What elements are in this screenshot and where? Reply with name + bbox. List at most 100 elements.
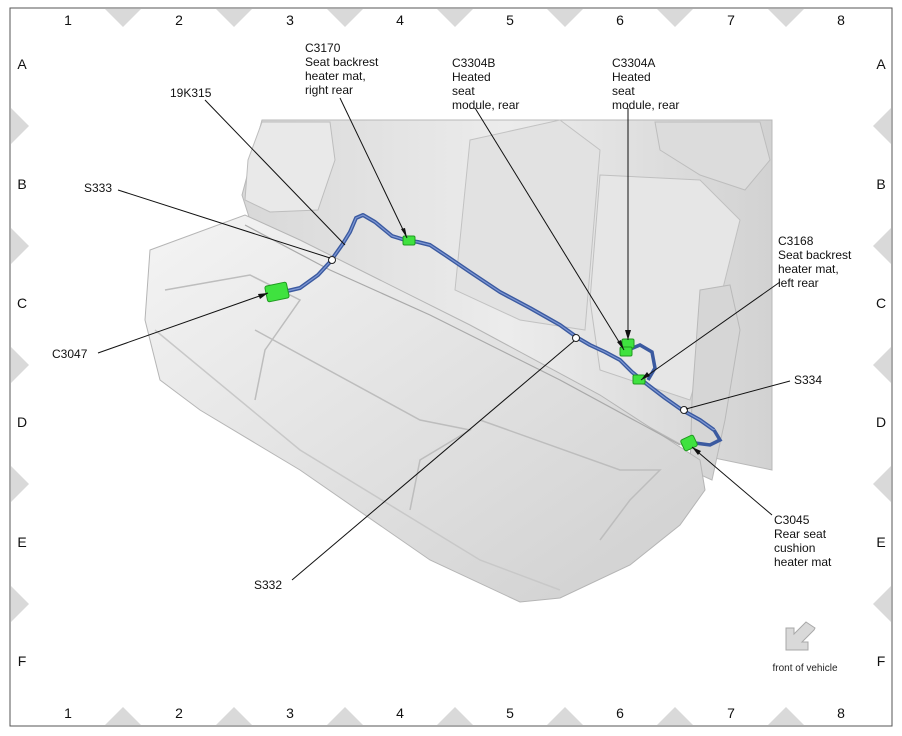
col-label-bottom-5: 5	[506, 705, 514, 721]
grid-marker-bottom-6	[657, 707, 693, 725]
label-c3304b-line4: module, rear	[452, 98, 519, 112]
grid-marker-right-1	[873, 108, 891, 144]
col-label-bottom-7: 7	[727, 705, 735, 721]
leader-c3047	[97, 292, 269, 354]
label-c3168-line3: heater mat,	[778, 262, 839, 276]
row-label-right-c: C	[876, 295, 886, 311]
col-label-top-3: 3	[286, 12, 294, 28]
label-c3168-line4: left rear	[778, 276, 819, 290]
row-label-left-f: F	[18, 653, 27, 669]
grid-marker-bottom-2	[216, 707, 252, 725]
grid-marker-top-4	[437, 9, 473, 27]
label-c3304b-line1: C3304B	[452, 56, 495, 70]
grid-marker-bottom-1	[105, 707, 141, 725]
arrowhead-c3168	[641, 372, 650, 380]
splice-s334	[680, 406, 688, 414]
col-label-bottom-6: 6	[616, 705, 624, 721]
label-c3304b-line2: Heated	[452, 70, 491, 84]
grid-marker-left-3	[11, 347, 29, 383]
grid-marker-top-7	[768, 9, 804, 27]
grid-marker-left-1	[11, 108, 29, 144]
col-label-top-8: 8	[837, 12, 845, 28]
label-c3170: C3170 Seat backrest heater mat, right re…	[305, 41, 382, 97]
arrowhead-c3045	[692, 447, 701, 455]
connector-c3168[interactable]	[632, 374, 646, 385]
splice-s332	[572, 334, 580, 342]
grid-marker-top-6	[657, 9, 693, 27]
grid-marker-right-4	[873, 466, 891, 502]
grid-marker-bottom-4	[437, 707, 473, 725]
label-c3045-line2: Rear seat	[774, 527, 827, 541]
col-label-bottom-8: 8	[837, 705, 845, 721]
label-c3304a-line3: seat	[612, 84, 635, 98]
headrest-left	[244, 121, 336, 213]
front-of-vehicle-indicator: front of vehicle	[772, 621, 838, 674]
cushion-seam-front	[154, 329, 561, 591]
label-c3045-line3: cushion	[774, 541, 815, 555]
label-s334: S334	[794, 373, 822, 387]
cushion-seam-mid	[254, 329, 473, 511]
connector-c3045[interactable]	[680, 434, 698, 452]
arrowhead-c3047	[258, 293, 268, 299]
row-label-right-f: F	[877, 653, 886, 669]
label-c3304b-line3: seat	[452, 84, 475, 98]
label-c3304b: C3304B Heated seat module, rear	[452, 56, 519, 112]
grid-marker-top-2	[216, 9, 252, 27]
leader-19k315	[204, 99, 346, 246]
col-label-bottom-1: 1	[64, 705, 72, 721]
label-s333: S333	[84, 181, 112, 195]
col-label-bottom-2: 2	[175, 705, 183, 721]
connector-c3304b[interactable]	[619, 346, 633, 357]
grid-labels: 1 2 3 4 5 6 7 8 1 2 3 4 5 6 7 8 A B C D …	[17, 12, 886, 721]
connector-c3170[interactable]	[402, 235, 416, 246]
col-label-top-7: 7	[727, 12, 735, 28]
cushion-seam-left	[164, 274, 302, 401]
grid-marker-bottom-3	[327, 707, 363, 725]
leader-lines	[97, 97, 791, 581]
front-of-vehicle-label: front of vehicle	[772, 663, 837, 674]
grid-marker-right-2	[873, 228, 891, 264]
label-c3168-line1: C3168	[778, 234, 814, 248]
grid-marker-right-3	[873, 347, 891, 383]
label-c3170-line3: heater mat,	[305, 69, 366, 83]
backrest-center-panel	[454, 119, 601, 331]
label-c3045-line4: heater mat	[774, 555, 832, 569]
label-c3047: C3047	[52, 347, 88, 361]
grid-marker-bottom-5	[547, 707, 583, 725]
leader-s334	[685, 380, 791, 410]
row-label-left-a: A	[17, 56, 27, 72]
row-label-right-d: D	[876, 414, 886, 430]
leader-arrowheads	[258, 228, 701, 455]
label-c3045: C3045 Rear seat cushion heater mat	[774, 513, 832, 569]
grid-marker-left-4	[11, 466, 29, 502]
col-label-top-4: 4	[396, 12, 404, 28]
label-c3170-line1: C3170	[305, 41, 341, 55]
label-c3168-line2: Seat backrest	[778, 248, 852, 262]
leader-c3168	[640, 281, 781, 381]
col-label-top-6: 6	[616, 12, 624, 28]
grid-marker-top-3	[327, 9, 363, 27]
col-label-top-2: 2	[175, 12, 183, 28]
label-s332: S332	[254, 578, 282, 592]
col-label-top-1: 1	[64, 12, 72, 28]
arrowhead-c3170	[401, 228, 407, 238]
callout-labels: C3170 Seat backrest heater mat, right re…	[52, 41, 852, 592]
arrow-down-left-icon	[785, 621, 816, 651]
side-bolster-right	[689, 284, 741, 481]
leader-c3304b	[474, 107, 625, 351]
grid-marker-left-2	[11, 228, 29, 264]
row-label-left-d: D	[17, 414, 27, 430]
grid-marker-left-5	[11, 586, 29, 622]
label-19k315: 19K315	[170, 86, 212, 100]
grid-marker-right-5	[873, 586, 891, 622]
arrowhead-c3304a	[625, 330, 631, 340]
row-label-left-e: E	[17, 534, 26, 550]
row-label-left-b: B	[17, 176, 26, 192]
seat-cushion	[144, 214, 706, 603]
arrowhead-c3304b	[617, 340, 624, 350]
label-c3045-line1: C3045	[774, 513, 810, 527]
grid-marker-top-1	[105, 9, 141, 27]
label-c3304a-line2: Heated	[612, 70, 651, 84]
